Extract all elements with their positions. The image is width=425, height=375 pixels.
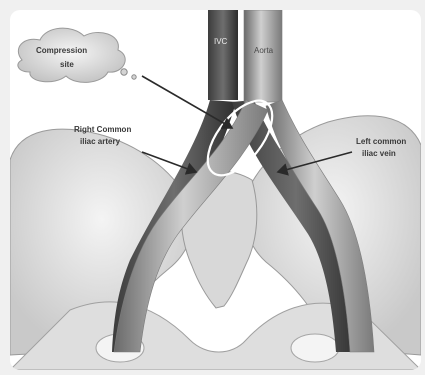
ivc-label: IVC <box>214 37 228 46</box>
cloud-shape <box>18 28 125 82</box>
compression-site-label-line2: site <box>60 60 74 69</box>
thought-bubble-small <box>132 75 136 79</box>
right-common-iliac-artery-label-line2: iliac artery <box>80 137 121 146</box>
figure-frame: IVC Aorta Compression site Right Common … <box>10 10 421 370</box>
left-common-iliac-vein-label-line2: iliac vein <box>362 149 396 158</box>
aorta <box>244 10 282 102</box>
aorta-label: Aorta <box>254 46 274 55</box>
anatomy-illustration: IVC Aorta Compression site Right Common … <box>10 10 421 370</box>
thought-bubble-large <box>121 69 127 75</box>
compression-site-label-line1: Compression <box>36 46 87 55</box>
inferior-vena-cava <box>208 10 238 100</box>
right-common-iliac-artery-label-line1: Right Common <box>74 125 131 134</box>
compression-site-callout: Compression site <box>18 28 136 82</box>
left-obturator <box>291 334 339 362</box>
left-common-iliac-vein-label-line1: Left common <box>356 137 406 146</box>
